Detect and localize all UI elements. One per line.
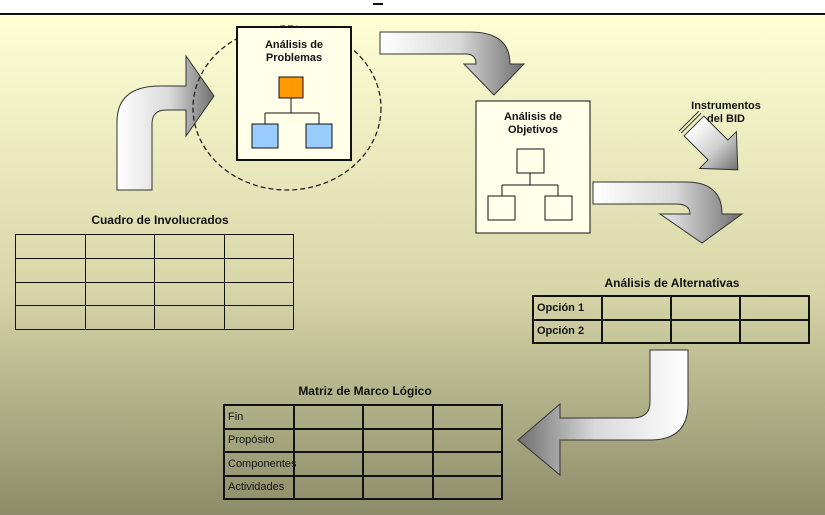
logframe-cell [362,451,434,477]
stakeholders-cell [84,281,155,307]
arrow-instruments-to-objectives [683,115,739,171]
problem-root-node [278,76,304,99]
problem-leaf-node-right [305,123,333,149]
logframe-cell: Actividades [223,474,295,500]
stakeholders-cell [84,305,155,330]
stakeholders-cell [15,305,86,330]
stakeholders-row [15,305,294,330]
instruments-title-line2: del BID [707,113,745,125]
stakeholders-cell [15,257,86,283]
problem-leaf-node-left [251,123,279,149]
stakeholders-title: Cuadro de Involucrados [91,213,229,227]
alternatives-row: Opción 2 [532,318,810,344]
logframe-cell: Fin [223,404,295,430]
stakeholders-cell [223,281,294,307]
alternatives-cell [601,295,672,321]
logframe-title: Matriz de Marco Lógico [298,384,432,398]
stakeholders-row [15,281,294,307]
instruments-title-line1: Instrumentos [691,100,761,112]
alternatives-row: Opción 1 [532,295,810,321]
alternatives-cell [739,295,810,321]
alternatives-cell [670,295,741,321]
logframe-cell [362,474,434,500]
stakeholders-cell [223,257,294,283]
logframe-cell [431,427,503,453]
stakeholders-cell [154,257,225,283]
stakeholders-cell [84,257,155,283]
stakeholders-table [15,234,294,330]
objective-leaf-node-right [544,195,573,221]
logframe-cell [292,427,364,453]
objective-analysis-box [475,100,591,234]
stakeholders-cell [223,234,294,259]
arrow-stakeholders-to-problems [116,54,215,191]
logframe-cell: Componentes [223,451,297,477]
logframe-cell [362,404,434,430]
instruments-title: Instrumentos del BID [680,100,772,126]
stakeholders-cell [154,305,225,330]
logframe-row: Componentes [223,451,503,477]
stakeholders-cell [154,281,225,307]
stakeholders-cell [15,281,86,307]
stakeholders-cell [154,234,225,259]
stakeholders-cell [223,305,294,330]
logframe-row: Fin [223,404,503,430]
logframe-cell: Propósito [223,427,295,453]
logframe-cell [292,451,364,477]
logframe-cell [362,427,434,453]
stakeholders-cell [84,234,155,259]
objective-leaf-node-left [487,195,516,221]
logframe-cell [431,451,503,477]
logframe-cell [431,474,503,500]
alternatives-cell [739,318,810,344]
logframe-cell [292,474,364,500]
logframe-row: Propósito [223,427,503,453]
logframe-cell [292,404,364,430]
objective-analysis-title-line2: Objetivos [507,124,559,136]
problem-analysis-title-line1: Análisis de [264,39,324,51]
alternatives-cell [601,318,672,344]
alternatives-cell: Opción 1 [532,295,603,321]
stakeholders-row [15,257,294,283]
stakeholders-cell [15,234,86,259]
objective-analysis-title: Análisis de Objetivos [486,111,580,137]
logframe-cell [431,404,503,430]
objective-analysis-title-line1: Análisis de [503,111,563,123]
arrow-objectives-to-alternatives [592,181,744,244]
arrow-problems-to-objectives [379,31,526,96]
alternatives-title: Análisis de Alternativas [604,276,740,290]
stakeholders-row [15,234,294,259]
alternatives-cell: Opción 2 [532,318,603,344]
problem-analysis-title: Análisis de Problemas [250,39,338,65]
logframe-row: Actividades [223,474,503,500]
problem-focus-circle [192,25,382,191]
arrow-alternatives-to-logframe [517,349,689,477]
problem-analysis-title-line2: Problemas [265,52,323,64]
alternatives-cell [670,318,741,344]
